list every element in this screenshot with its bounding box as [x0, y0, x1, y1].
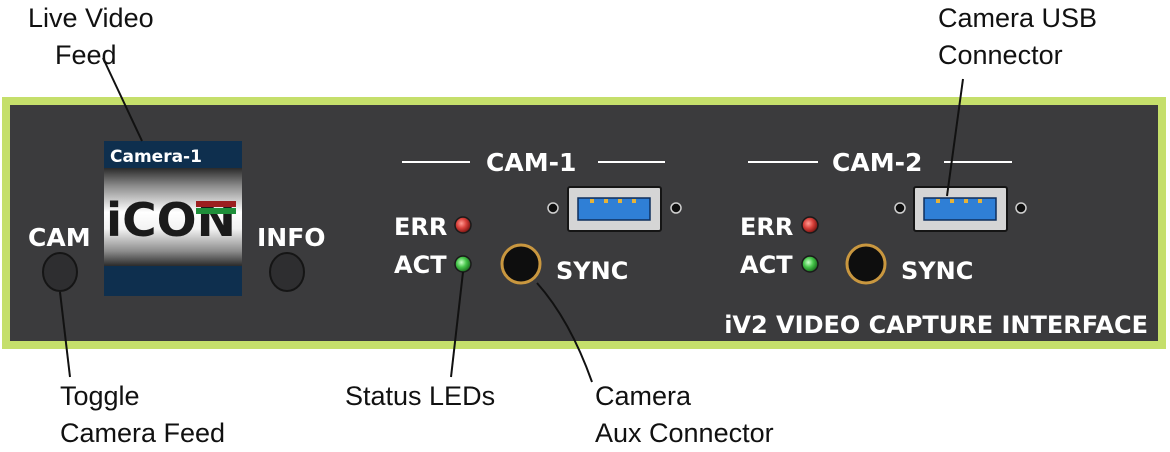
cam-2-usb-pin: [964, 199, 968, 203]
leader-camera-usb-connector: [946, 78, 964, 197]
callout-camera-usb-connector: Camera USB Connector: [938, 3, 1097, 70]
display-logo-area: [104, 168, 242, 266]
cam-2-sync-label: SYNC: [901, 257, 973, 285]
cam-2-usb-pin: [936, 199, 940, 203]
cam-1-usb-pin: [590, 199, 594, 203]
leader-toggle-camera-feed: [59, 291, 71, 378]
cam-2-usb-screw-right: [1015, 202, 1027, 214]
logo-red-stripe: [196, 201, 236, 207]
leader-live-video-feed: [102, 57, 143, 142]
cam-2-header: CAM-2: [832, 148, 922, 177]
callout-toggle-camera-feed-line-2: Camera Feed: [60, 418, 225, 448]
cam-1-err-label: ERR: [394, 213, 447, 241]
callout-toggle-camera-feed: Toggle Camera Feed: [60, 381, 225, 448]
cam-1-header: CAM-1: [486, 148, 576, 177]
info-button-group: INFO: [257, 223, 326, 292]
channel-cam-1: CAM-1 ERR ACT SYNC: [394, 148, 682, 285]
cam-1-usb-pin: [618, 199, 622, 203]
cam-2-usb-tongue: [923, 197, 997, 221]
leader-status-leds: [450, 271, 464, 378]
display-title: Camera-1: [110, 147, 202, 167]
cam-2-err-led: [801, 216, 819, 234]
callout-status-leds: Status LEDs: [345, 381, 495, 411]
live-video-display: Camera-1 iCON: [104, 141, 242, 296]
cam-2-sync-connector[interactable]: [845, 243, 887, 285]
callout-live-video-feed-line-1: Live Video: [28, 3, 154, 33]
cam-1-usb-screw-right: [670, 202, 682, 214]
cam-2-usb-screw-left: [894, 202, 906, 214]
cam-1-usb-screw-left: [547, 202, 559, 214]
cam-1-usb-tongue: [577, 197, 651, 221]
callout-live-video-feed-line-2: Feed: [55, 40, 117, 70]
cam-1-err-led: [454, 216, 472, 234]
cam-2-act-label: ACT: [740, 251, 793, 279]
cam-1-sync-label: SYNC: [556, 257, 628, 285]
cam-2-usb-pin: [950, 199, 954, 203]
cam-2-usb-pin: [978, 199, 982, 203]
leader-camera-aux-connector: [536, 282, 593, 383]
cam-button-label: CAM: [28, 223, 91, 252]
callout-camera-usb-connector-line-2: Connector: [938, 40, 1063, 70]
callout-camera-aux-connector-line-2: Aux Connector: [595, 418, 774, 448]
cam-button-group: CAM: [28, 223, 91, 292]
cam-button[interactable]: [42, 252, 78, 292]
cam-1-act-led: [454, 255, 472, 273]
info-button-label: INFO: [257, 223, 326, 252]
callout-camera-usb-connector-line-1: Camera USB: [938, 3, 1097, 33]
callout-live-video-feed: Live Video Feed: [28, 3, 154, 70]
logo-green-stripe: [196, 208, 236, 214]
product-name: iV2 VIDEO CAPTURE INTERFACE: [724, 311, 1148, 339]
cam-2-act-led: [801, 255, 819, 273]
callout-toggle-camera-feed-line-1: Toggle: [60, 381, 140, 411]
callout-camera-aux-connector: Camera Aux Connector: [595, 381, 774, 448]
cam-2-err-label: ERR: [740, 213, 793, 241]
cam-1-sync-connector[interactable]: [500, 243, 542, 285]
info-button[interactable]: [269, 252, 305, 292]
channel-cam-2: CAM-2 ERR ACT SYNC: [740, 148, 1027, 285]
cam-1-usb-pin: [632, 199, 636, 203]
callout-camera-aux-connector-line-1: Camera: [595, 381, 692, 411]
cam-1-usb-pin: [604, 199, 608, 203]
cam-1-act-label: ACT: [394, 251, 447, 279]
